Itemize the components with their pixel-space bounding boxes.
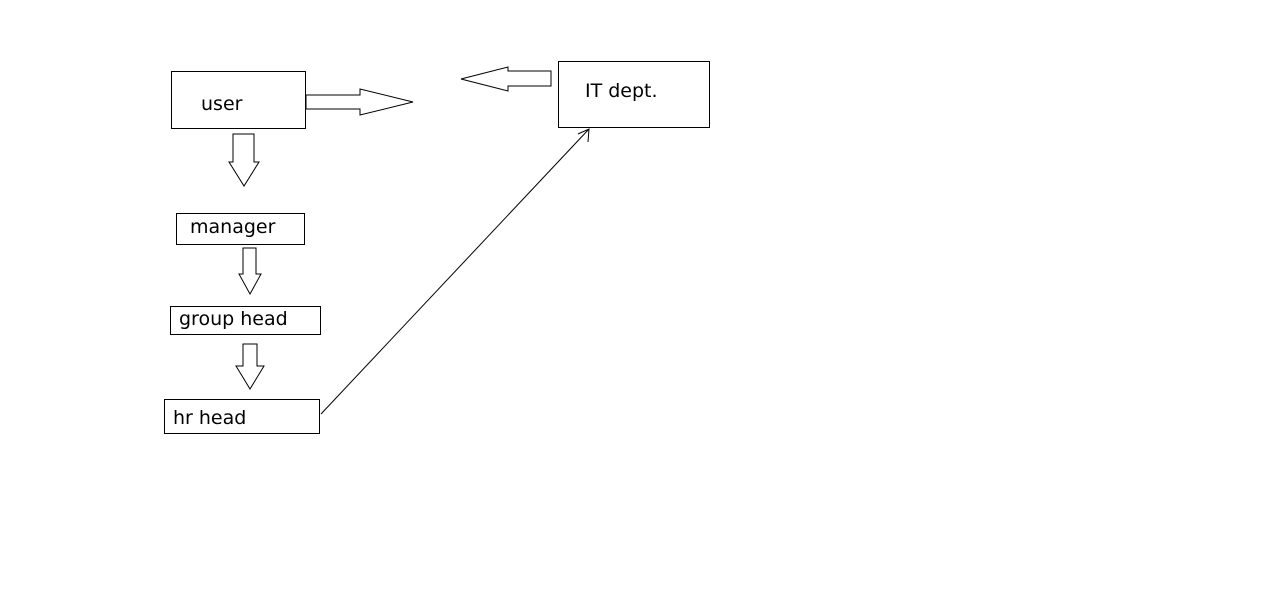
node-group-head: group head bbox=[170, 306, 321, 335]
node-user-label: user bbox=[201, 93, 243, 115]
arrow-hr-head-to-it-line bbox=[320, 128, 590, 415]
node-it-dept: IT dept. bbox=[558, 61, 710, 128]
node-hr-head-label: hr head bbox=[173, 407, 247, 429]
arrow-user-to-manager bbox=[228, 133, 260, 187]
node-hr-head: hr head bbox=[164, 399, 320, 434]
arrow-it-left bbox=[460, 66, 552, 92]
node-manager: manager bbox=[176, 213, 305, 245]
arrow-hr-head-to-it-head bbox=[577, 128, 590, 143]
node-group-head-label: group head bbox=[179, 308, 288, 330]
arrow-group-head-to-hr-head bbox=[235, 343, 265, 390]
node-user: user bbox=[171, 71, 306, 129]
node-it-dept-label: IT dept. bbox=[585, 80, 658, 102]
arrow-user-right bbox=[305, 88, 414, 116]
node-manager-label: manager bbox=[190, 216, 276, 238]
arrow-manager-to-group-head bbox=[238, 247, 262, 296]
